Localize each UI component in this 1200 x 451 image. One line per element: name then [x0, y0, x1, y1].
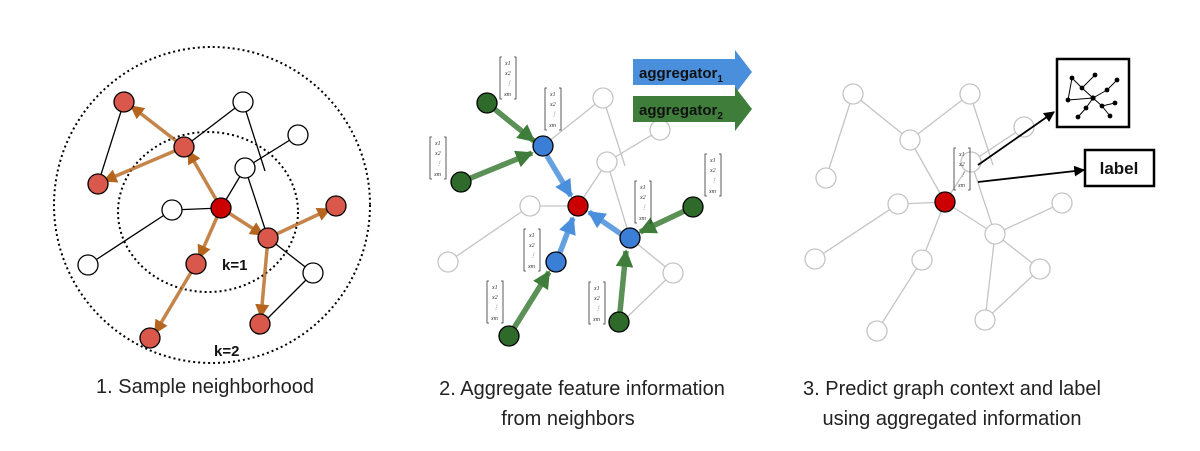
k1-label: k=1: [222, 257, 247, 274]
node-sampled: [87, 173, 109, 195]
label-arrow: [977, 165, 1086, 183]
node-sampled: [249, 313, 271, 335]
svg-text:x1: x1: [491, 285, 498, 291]
svg-text:x2: x2: [491, 295, 498, 301]
feature-vector: x1 x2 ⋮ xm: [486, 280, 504, 324]
svg-text:⋮: ⋮: [641, 204, 647, 211]
panel-2-blue-arrows: [544, 154, 623, 256]
svg-text:⋮: ⋮: [506, 80, 512, 87]
svg-text:x2: x2: [593, 296, 600, 302]
svg-text:xm: xm: [490, 316, 499, 322]
k2-label: k=2: [214, 343, 239, 360]
node-sampled: [325, 195, 347, 217]
svg-text:⋮: ⋮: [436, 160, 442, 167]
target-node: [567, 195, 589, 217]
node-sampled: [173, 136, 195, 158]
svg-text:x1: x1: [639, 185, 646, 191]
svg-text:x1: x1: [958, 152, 965, 158]
svg-text:⋮: ⋮: [551, 111, 557, 118]
svg-text:x2: x2: [528, 243, 535, 249]
svg-text:xm: xm: [638, 216, 647, 222]
target-node: [934, 191, 956, 213]
node-plain: [234, 157, 256, 179]
target-node: [210, 197, 232, 219]
feature-vector: x1 x2 ⋮ xm: [588, 281, 606, 325]
svg-text:⋮: ⋮: [711, 177, 717, 184]
feature-vector: x1 x2 ⋮ xm: [634, 180, 652, 224]
aggregator-2-arrow: aggregator2: [633, 87, 752, 131]
svg-text:xm: xm: [708, 189, 717, 195]
node-green: [476, 92, 498, 114]
feature-vector: x1 x2 ⋮ xm: [499, 56, 517, 100]
svg-text:aggregator2: aggregator2: [639, 102, 723, 122]
panel-2-caption-line-1: 2. Aggregate feature information: [439, 378, 725, 400]
node-plain: [77, 254, 99, 276]
svg-text:x2: x2: [958, 162, 965, 168]
svg-text:x1: x1: [593, 286, 600, 292]
svg-text:xm: xm: [503, 92, 512, 98]
node-plain: [161, 199, 183, 221]
k1-boundary-circle: [117, 131, 299, 293]
panel-2-faded-edges: [447, 97, 674, 323]
node-sampled: [257, 227, 279, 249]
svg-text:aggregator1: aggregator1: [639, 65, 723, 85]
feature-vector: x1 x2 ⋮ xm: [704, 153, 722, 197]
svg-text:xm: xm: [957, 183, 966, 189]
feature-vector: x1 x2 ⋮ xm: [523, 228, 541, 272]
panel-2-aggregate: x1 x2 ⋮ xm x1 x2 ⋮ xm x1 x2 ⋮ xm x1 x2 ⋮…: [429, 50, 752, 430]
panel-2-faded-nodes: [437, 87, 684, 284]
node-plain: [287, 124, 309, 146]
panel-1-caption: 1. Sample neighborhood: [96, 376, 314, 398]
svg-text:xm: xm: [592, 317, 601, 323]
node-blue: [619, 227, 641, 249]
node-sampled: [139, 327, 161, 349]
graph-context-icon: [1055, 57, 1131, 129]
node-green: [608, 311, 630, 333]
svg-text:x2: x2: [639, 195, 646, 201]
svg-text:xm: xm: [548, 123, 557, 129]
svg-text:x2: x2: [549, 102, 556, 108]
node-blue: [545, 251, 567, 273]
panel-3-faded-nodes: [804, 83, 1073, 342]
aggregator-1-arrow: aggregator1: [633, 50, 752, 94]
svg-text:x2: x2: [709, 168, 716, 174]
panel-1-nodes: [77, 91, 347, 349]
panel-1-plain-edges: [87, 101, 314, 325]
node-sampled: [185, 253, 207, 275]
svg-text:⋮: ⋮: [530, 252, 536, 259]
svg-text:⋮: ⋮: [595, 305, 601, 312]
k2-boundary-circle: [53, 46, 371, 364]
svg-text:label: label: [1100, 159, 1139, 178]
context-arrow: [977, 111, 1055, 166]
node-plain: [302, 262, 324, 284]
node-plain: [232, 91, 254, 113]
panel-1-sample-neighborhood: k=1 k=2 1. Sample neighborhood: [53, 46, 371, 398]
svg-text:⋮: ⋮: [493, 304, 499, 311]
svg-text:x1: x1: [528, 233, 535, 239]
label-box: label: [1083, 148, 1156, 188]
panel-2-nodes: [450, 92, 704, 347]
feature-vector: x1 x2 ⋮ xm: [544, 87, 562, 131]
panel-3-caption-line-2: using aggregated information: [822, 408, 1081, 430]
node-green: [450, 171, 472, 193]
node-green: [682, 196, 704, 218]
node-sampled: [113, 91, 135, 113]
panel-3-predict: x1 x2 ⋮ xm: [803, 57, 1156, 430]
svg-text:x1: x1: [549, 92, 556, 98]
feature-vector: x1 x2 ⋮ xm: [429, 136, 447, 180]
panel-3-caption-line-1: 3. Predict graph context and label: [803, 378, 1101, 400]
svg-text:x1: x1: [504, 61, 511, 67]
svg-text:⋮: ⋮: [960, 171, 966, 178]
svg-text:x1: x1: [709, 158, 716, 164]
svg-text:x1: x1: [434, 141, 441, 147]
svg-text:xm: xm: [433, 172, 442, 178]
svg-text:x2: x2: [504, 71, 511, 77]
node-blue: [532, 135, 554, 157]
panel-2-caption-line-2: from neighbors: [501, 408, 634, 430]
svg-text:xm: xm: [527, 264, 536, 270]
svg-text:x2: x2: [434, 151, 441, 157]
feature-vector: x1 x2 ⋮ xm: [953, 147, 971, 191]
node-green: [498, 325, 520, 347]
